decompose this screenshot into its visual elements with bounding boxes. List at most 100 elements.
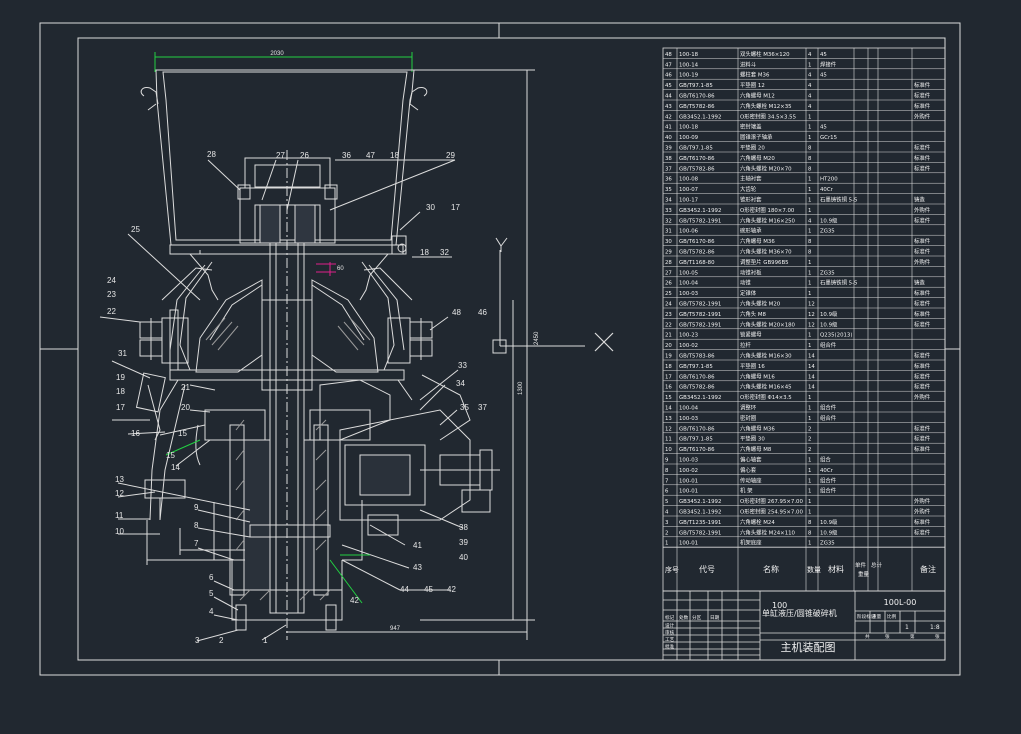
bom-cell: ZG35 (820, 541, 835, 547)
bom-cell: 10.9级 (820, 528, 838, 536)
bom-cell: 标准件 (914, 424, 931, 432)
bom-cell: 外购件 (914, 112, 931, 120)
bom-cell: 21 (665, 333, 672, 339)
bom-cell: 螺柱套 M36 (740, 71, 770, 79)
bom-cell: 焊接件 (820, 60, 837, 68)
balloon-label: 44 (400, 585, 409, 594)
bom-cell: 38 (665, 156, 672, 162)
bom-cell: 28 (665, 260, 672, 266)
product-name-line1: 100 (772, 601, 787, 610)
bom-cell: 标准件 (914, 216, 931, 224)
bom-cell: 密封圈 (740, 414, 756, 422)
bom-cell: 标准件 (914, 372, 931, 380)
bom-cell: 1 (808, 260, 811, 266)
bom-cell: 六角螺栓 M24 (740, 518, 775, 526)
bom-cell: 外购件 (914, 258, 931, 266)
bom-cell: Q235(2013) (820, 333, 852, 339)
bom-cell: 4 (808, 104, 812, 110)
bom-cell: 45 (820, 73, 827, 79)
bom-cell: 标准件 (914, 310, 931, 318)
dim-height: 2450 (534, 331, 540, 345)
balloon-label: 10 (115, 527, 124, 536)
bom-cell: 平垫圈 20 (740, 144, 765, 152)
bom-cell: 11 (665, 437, 672, 443)
balloon-label: 20 (181, 403, 190, 412)
bom-cell: 标准件 (914, 81, 931, 89)
balloon-label: 18 (116, 387, 125, 396)
bom-cell: 100-09 (679, 135, 699, 141)
bom-cell: 进料斗 (740, 60, 757, 68)
title-block-label: 审核 (665, 629, 675, 636)
balloon-label: 24 (107, 276, 116, 285)
title-block-label: 日期 (710, 615, 720, 621)
balloon-label: 4 (209, 607, 214, 616)
title-block-label: 阶段标记 (857, 613, 876, 620)
bom-cell: 42 (665, 114, 672, 120)
bom-cell: 40Cr (820, 468, 834, 474)
bom-cell: 14 (808, 354, 815, 360)
bom-cell: 偏心套 (740, 466, 757, 474)
balloon-label: 33 (458, 361, 467, 370)
bom-cell: 100-23 (679, 333, 698, 339)
balloon-label: 42 (447, 585, 456, 594)
bom-cell: ZG35 (820, 270, 835, 276)
title-block-label: 设计 (665, 622, 675, 629)
bom-cell: 六角螺母 M12 (740, 92, 775, 100)
bom-cell: 传动轴座 (740, 476, 762, 484)
bom-cell: 24 (665, 302, 672, 308)
bom-cell: 4 (808, 52, 812, 58)
bom-cell: 组合件 (820, 404, 837, 412)
bom-cell: 标准件 (914, 362, 931, 370)
bom-cell: 机 架 (740, 487, 753, 495)
bom-cell: 拉杆 (740, 341, 751, 349)
bom-cell: 26 (665, 281, 672, 287)
bom-cell: 六角头螺栓 M20×180 (740, 320, 796, 328)
balloon-label: 29 (446, 151, 455, 160)
bom-cell: 100-18 (679, 52, 699, 58)
balloon-label: 43 (413, 563, 422, 572)
balloon-label: 17 (116, 403, 125, 412)
balloon-label: 15 (178, 429, 187, 438)
balloon-label: 13 (115, 475, 124, 484)
balloon-label: 18 (420, 248, 429, 257)
bom-cell: 圆锥滚子轴承 (740, 133, 773, 141)
bom-cell: 19 (665, 354, 672, 360)
bom-cell: 动锥 (740, 279, 751, 287)
bom-cell: 31 (665, 229, 672, 235)
bom-cell: 1 (808, 489, 811, 495)
title-block-label: 工艺 (665, 637, 675, 643)
bom-cell: 1 (808, 395, 811, 401)
bom-cell: 8 (808, 239, 812, 245)
bom-cell: GB3452.1-1992 (679, 208, 721, 214)
balloon-label: 36 (342, 151, 351, 160)
bom-cell: 12 (808, 302, 815, 308)
bom-cell: 12 (808, 312, 815, 318)
bom-cell: 44 (665, 94, 672, 100)
product-name-line2: 单缸液压/圆锥破碎机 (762, 608, 837, 618)
bom-cell: 13 (665, 416, 672, 422)
title-block-label: 处数 (679, 614, 689, 621)
balloon-label: 31 (118, 349, 127, 358)
bom-cell: 1 (808, 62, 811, 68)
bom-cell: GB/T5782-1991 (679, 312, 721, 318)
bom-cell: 六角螺母 M36 (740, 424, 775, 432)
